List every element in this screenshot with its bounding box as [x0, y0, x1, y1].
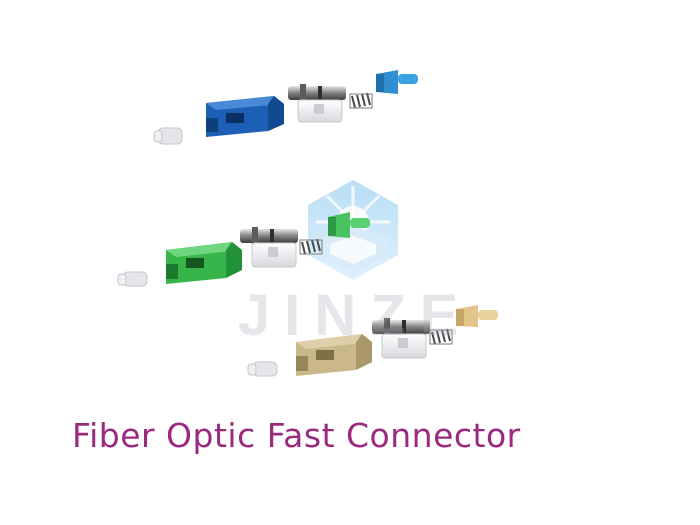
metal-ferrule-body [240, 227, 298, 245]
spring-icon [299, 238, 323, 255]
beige-sc-connector-set [247, 305, 498, 377]
white-crimp-sleeve [297, 99, 343, 123]
watermark-logo-icon [308, 180, 398, 280]
blue-connector-housing [206, 96, 284, 137]
dust-cap [247, 361, 278, 377]
white-crimp-sleeve [381, 333, 427, 359]
green-boot [328, 212, 370, 238]
watermark-brand-text: JINZE [238, 283, 473, 348]
metal-ferrule-body [372, 318, 430, 336]
beige-boot [456, 305, 498, 327]
white-crimp-sleeve [251, 242, 297, 268]
dust-cap [153, 127, 183, 145]
metal-ferrule-body [288, 84, 346, 102]
spring-icon [429, 328, 453, 345]
blue-boot [376, 70, 418, 94]
blue-sc-connector-set [153, 70, 418, 145]
beige-connector-housing [296, 334, 372, 376]
dust-cap [117, 271, 148, 287]
green-connector-housing [166, 242, 242, 284]
product-caption: Fiber Optic Fast Connector [72, 416, 521, 455]
spring-icon [349, 92, 373, 109]
green-sc-connector-set [117, 212, 370, 287]
